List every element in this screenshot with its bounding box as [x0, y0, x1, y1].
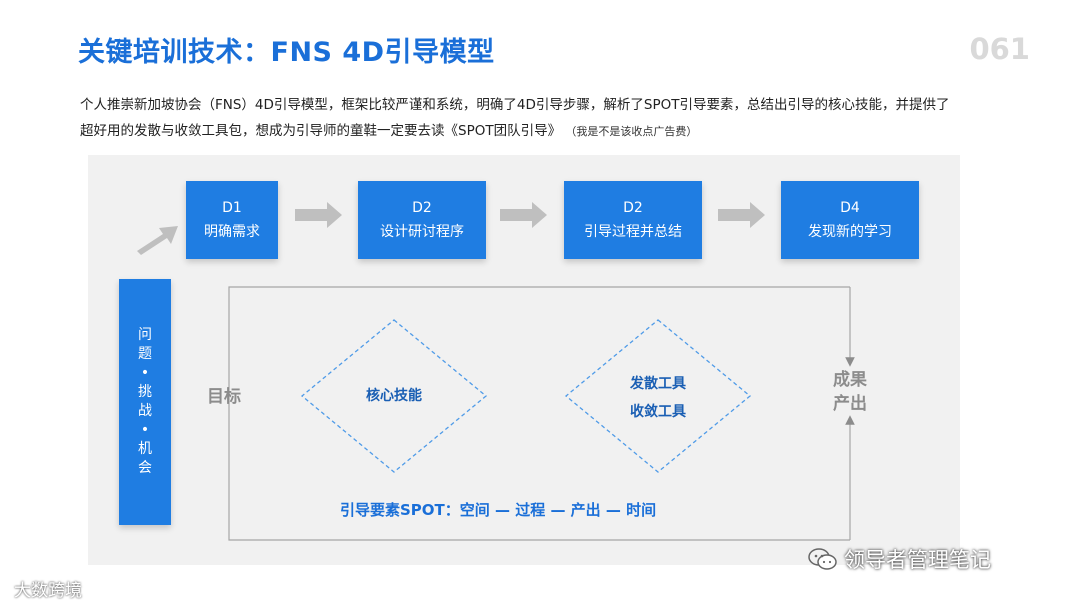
side-char: 题	[138, 346, 152, 362]
convergent-tools-label: 收敛工具	[630, 404, 686, 420]
step-d2-design: D2 设计研讨程序	[358, 181, 486, 259]
description: 个人推崇新加坡协会（FNS）4D引导模型，框架比较严谨和系统，明确了4D引导步骤…	[80, 92, 960, 145]
problem-challenge-opportunity-box: 问 题 • 挑 战 • 机 会	[119, 279, 171, 525]
step-arrow-2	[500, 202, 547, 228]
frame-line	[228, 286, 850, 541]
goal-label: 目标	[207, 387, 241, 407]
side-char: •	[140, 365, 150, 381]
side-char: •	[140, 422, 150, 438]
output-label: 成果 产出	[826, 368, 874, 416]
diamond-tools	[564, 319, 752, 473]
output-label-line-1: 成果	[833, 370, 867, 390]
tools-label: 发散工具 收敛工具	[608, 370, 708, 426]
step-d2-facilitate-label: 引导过程并总结	[584, 224, 682, 240]
spot-elements-line: 引导要素SPOT：空间 — 过程 — 产出 — 时间	[340, 501, 657, 519]
core-skills-label: 核心技能	[366, 388, 422, 404]
side-char: 会	[138, 460, 152, 476]
step-d2-facilitate-code: D2	[623, 200, 643, 216]
divergent-tools-label: 发散工具	[630, 376, 686, 392]
watermark-right: 领导者管理笔记	[808, 544, 991, 574]
wechat-icon	[808, 548, 837, 570]
step-d2-facilitate: D2 引导过程并总结	[564, 181, 702, 259]
page-title: 关键培训技术：FNS 4D引导模型	[78, 37, 495, 68]
step-d2-design-label: 设计研讨程序	[380, 224, 464, 240]
step-d1: D1 明确需求	[186, 181, 278, 259]
step-arrow-1	[295, 202, 342, 228]
output-label-line-2: 产出	[833, 394, 867, 414]
step-d4-label: 发现新的学习	[808, 224, 892, 240]
diamond-core-skills	[300, 319, 488, 473]
side-char: 机	[138, 441, 152, 457]
description-text: 个人推崇新加坡协会（FNS）4D引导模型，框架比较严谨和系统，明确了4D引导步骤…	[80, 97, 950, 139]
description-note: （我是不是该收点广告费）	[565, 125, 698, 138]
step-d4-code: D4	[840, 200, 860, 216]
diagonal-arrow	[137, 226, 178, 255]
step-d2-design-code: D2	[412, 200, 432, 216]
step-d1-code: D1	[222, 200, 242, 216]
watermark-left: 大数跨境	[14, 581, 82, 601]
step-arrow-3	[718, 202, 765, 228]
watermark-right-text: 领导者管理笔记	[844, 548, 991, 572]
step-d1-label: 明确需求	[204, 224, 260, 240]
page-number: 061	[969, 32, 1030, 66]
step-d4: D4 发现新的学习	[781, 181, 919, 259]
side-char: 挑	[138, 384, 152, 400]
side-char: 战	[138, 403, 152, 419]
side-char: 问	[138, 327, 152, 343]
